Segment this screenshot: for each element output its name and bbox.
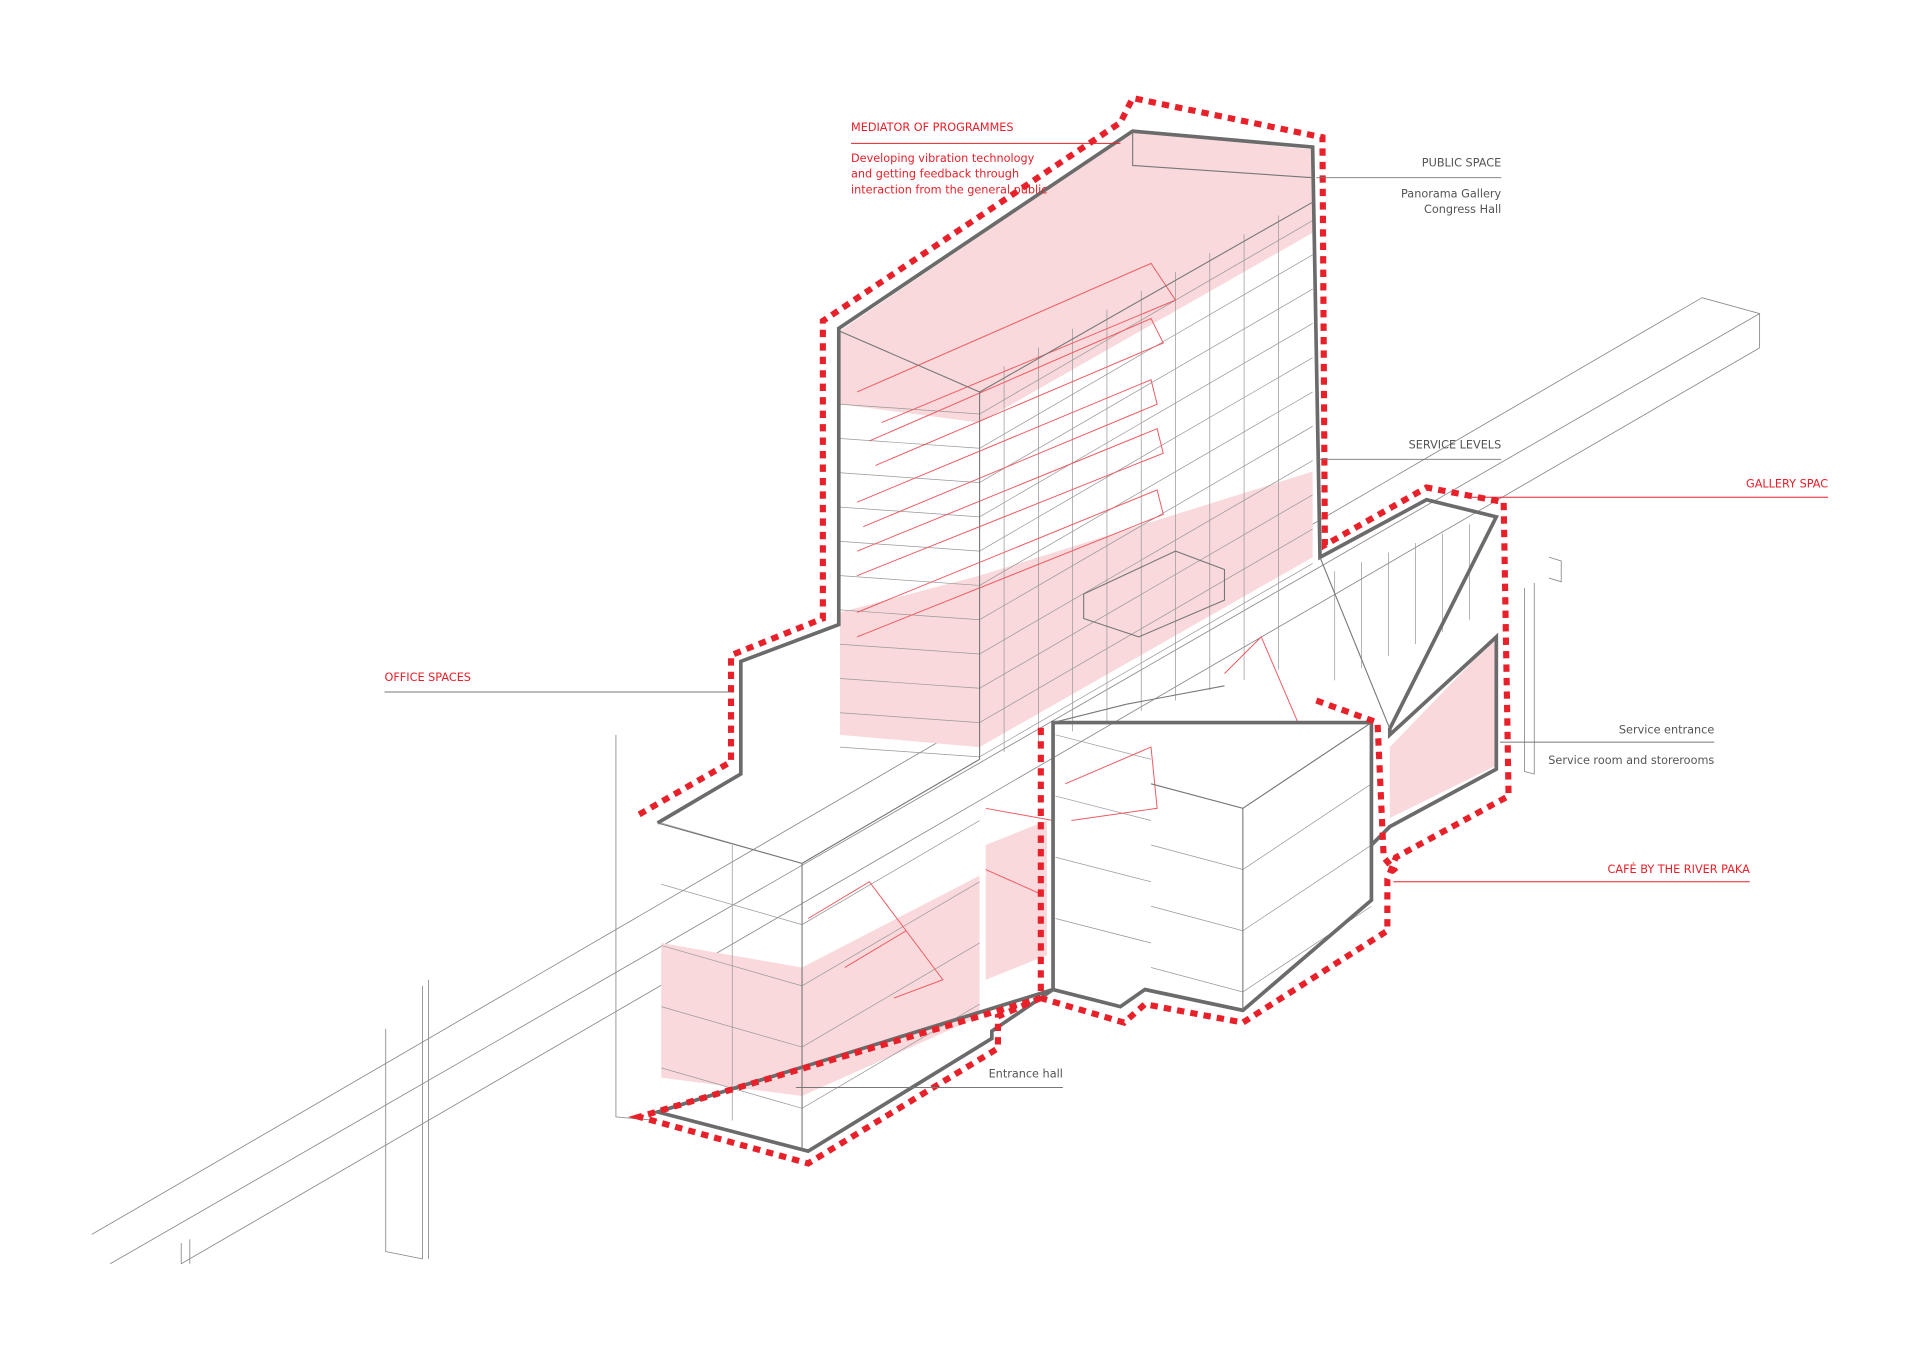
grid-line [839,438,980,449]
grid-line [979,391,1313,586]
grid-line [979,220,1313,415]
label-service-rooms: Service room and storerooms [1548,754,1714,767]
leader-lines [384,142,1829,1088]
grid-line [979,460,1313,655]
grid-line [1242,905,1372,993]
grid-line [839,678,980,689]
grid-line [1150,844,1243,870]
grid-line [1055,856,1152,883]
bridge-structure [91,297,1761,1265]
label-gallery-space: GALLERY SPAC [1746,477,1828,490]
label-cafe: CAFÉ BY THE RIVER PAKA [1608,863,1751,876]
grid-line [979,425,1313,621]
grid-line [1242,844,1372,932]
label-congress-hall: Congress Hall [1424,203,1501,216]
grid-line [979,288,1313,483]
grid-line [1055,918,1152,944]
grid-line [661,883,803,925]
grid-line [801,881,980,987]
grid-line [839,746,980,758]
grid-line [839,403,980,415]
grid-line [1150,967,1243,993]
label-office-spaces: OFFICE SPACES [384,671,470,684]
grid-line [839,609,980,621]
label-public-space: PUBLIC SPACE [1422,157,1501,170]
grid-line [661,945,803,987]
grid-line [1055,795,1152,821]
grid-line [979,357,1313,552]
cafe-boundary [1315,697,1399,874]
grid-line [1055,734,1152,760]
grid-line [839,712,980,723]
block-edges [657,131,1391,1152]
label-service-levels: SERVICE LEVELS [1409,438,1502,451]
grid-line [979,323,1313,518]
grid-line [979,528,1313,723]
grid-line [661,1006,803,1048]
grid-line [801,820,980,925]
grid-line [979,563,1313,758]
label-panorama-gallery: Panorama Gallery [1401,187,1502,200]
building-outline [650,129,1500,1154]
grid-line [979,494,1313,689]
label-mediator-desc-2: and getting feedback through [851,168,1019,181]
grid-line [801,942,980,1048]
programme-fills [661,132,1497,1097]
grid-line [839,575,980,586]
grid-line [1242,783,1372,870]
grid-line [839,472,980,483]
label-mediator-desc-3: interaction from the general public [851,184,1047,197]
label-mediator-title: MEDIATOR OF PROGRAMMES [851,121,1014,134]
grid-line [839,506,980,518]
programme-boundary [628,94,1512,1167]
label-entrance-hall: Entrance hall [989,1068,1063,1081]
label-mediator-desc-1: Developing vibration technology [851,152,1035,165]
grid-line [839,540,980,552]
label-service-entrance: Service entrance [1619,724,1714,737]
grid-line [839,643,980,655]
grid-line [1150,905,1243,932]
circulation-lines [807,262,1299,999]
grid-line [979,254,1313,449]
